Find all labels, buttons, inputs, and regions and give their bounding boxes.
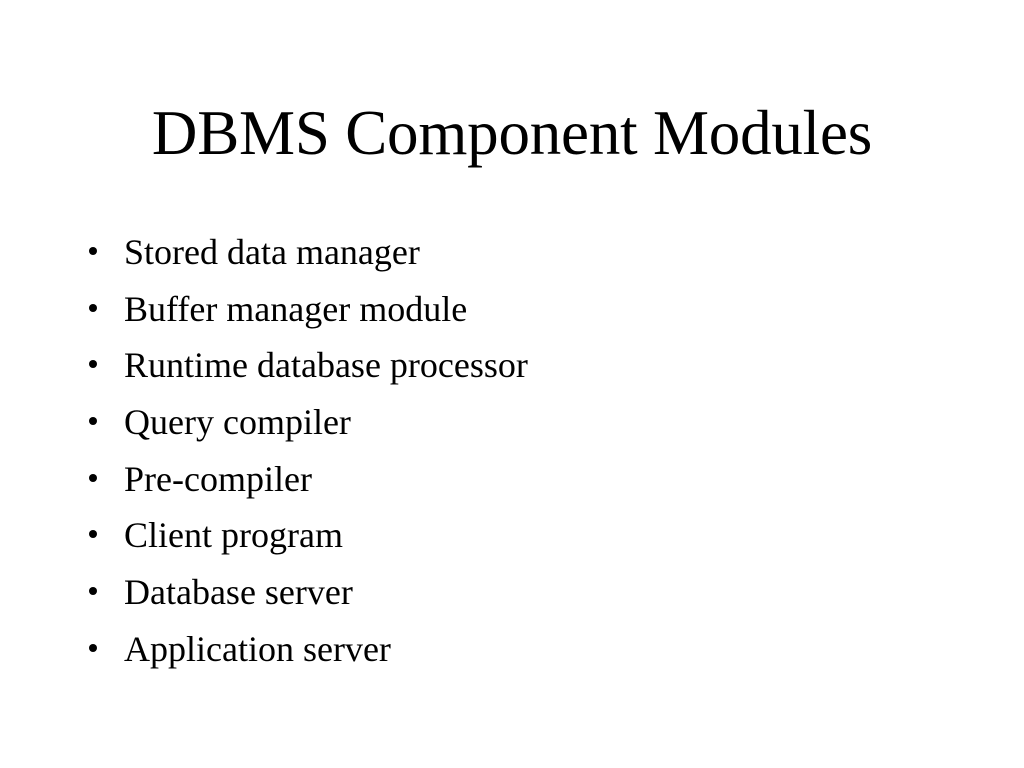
list-item-label: Buffer manager module bbox=[124, 288, 468, 329]
bullet-dot-icon bbox=[89, 360, 97, 369]
bullet-dot-icon bbox=[89, 417, 97, 426]
bullet-dot-icon bbox=[89, 643, 97, 652]
list-item: Runtime database processor bbox=[80, 343, 960, 400]
list-item: Stored data manager bbox=[80, 230, 960, 287]
bullet-list: Stored data manager Buffer manager modul… bbox=[80, 230, 960, 684]
bullet-dot-icon bbox=[89, 247, 97, 255]
list-item-label: Application server bbox=[124, 628, 391, 669]
list-item: Buffer manager module bbox=[80, 287, 960, 344]
bullet-dot-icon bbox=[89, 303, 97, 312]
list-item-label: Query compiler bbox=[124, 402, 351, 443]
list-item-label: Client program bbox=[124, 515, 343, 556]
list-item-label: Database server bbox=[124, 572, 353, 613]
list-item: Application server bbox=[80, 627, 960, 684]
page-title: DBMS Component Modules bbox=[151, 98, 873, 168]
list-item: Client program bbox=[80, 513, 960, 570]
list-item: Query compiler bbox=[80, 400, 960, 457]
list-item: Database server bbox=[80, 570, 960, 627]
list-item-label: Runtime database processor bbox=[124, 345, 528, 386]
list-item: Pre-compiler bbox=[80, 457, 960, 514]
bullet-dot-icon bbox=[89, 587, 97, 596]
bullet-dot-icon bbox=[89, 530, 97, 539]
list-item-label: Pre-compiler bbox=[124, 458, 312, 499]
bullet-dot-icon bbox=[89, 473, 97, 482]
list-item-label: Stored data manager bbox=[124, 232, 420, 272]
